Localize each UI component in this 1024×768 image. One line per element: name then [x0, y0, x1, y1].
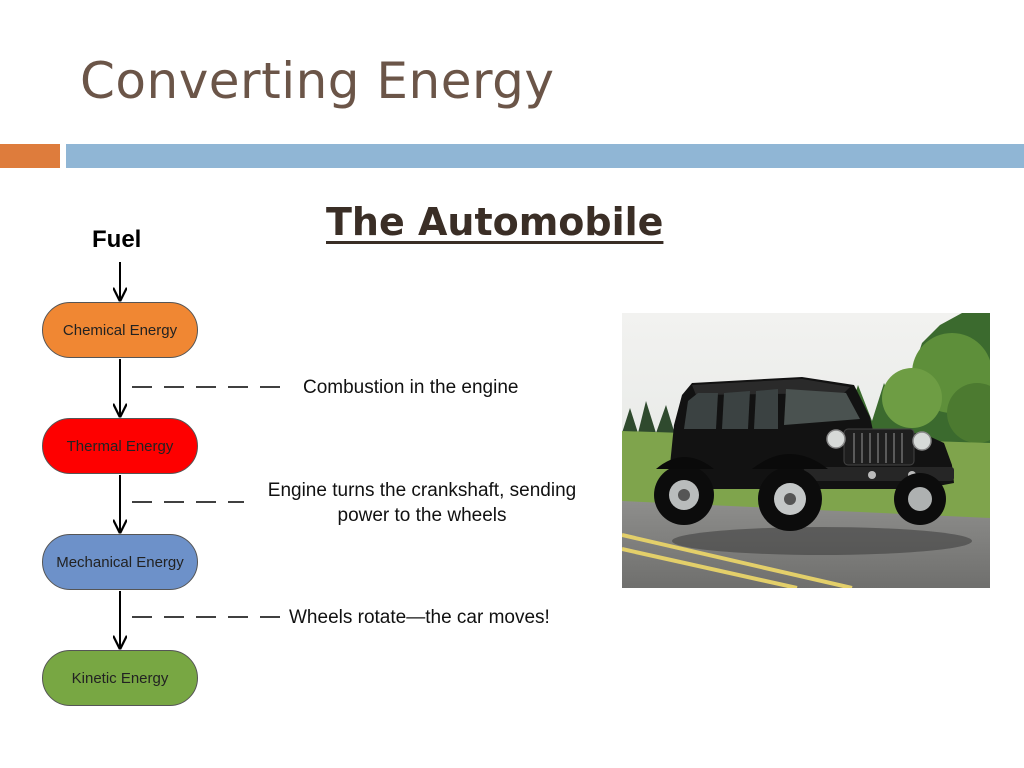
stage-thermal-energy: Thermal Energy: [42, 418, 198, 474]
fuel-label: Fuel: [92, 226, 142, 253]
step-2-line-2: power to the wheels: [337, 505, 507, 526]
stage-kinetic-energy: Kinetic Energy: [42, 650, 198, 706]
accent-band-orange: [0, 144, 60, 168]
step-label-wheels: Wheels rotate—the car moves!: [289, 605, 550, 630]
jeep-illustration: [622, 313, 990, 588]
step-label-combustion: Combustion in the engine: [303, 375, 518, 400]
stage-chemical-energy: Chemical Energy: [42, 302, 198, 358]
slide-title: Converting Energy: [80, 52, 555, 110]
step-3-line-1: Wheels rotate—the car moves!: [289, 607, 550, 628]
step-2-line-1: Engine turns the crankshaft, sending: [267, 480, 577, 501]
jeep-photo: [622, 313, 990, 588]
step-label-crankshaft: Engine turns the crankshaft, sending pow…: [250, 478, 594, 528]
step-1-line-1: Combustion in the engine: [303, 377, 519, 398]
stage-mechanical-energy: Mechanical Energy: [42, 534, 198, 590]
slide-subtitle: The Automobile: [326, 200, 664, 244]
accent-band-blue: [66, 144, 1024, 168]
